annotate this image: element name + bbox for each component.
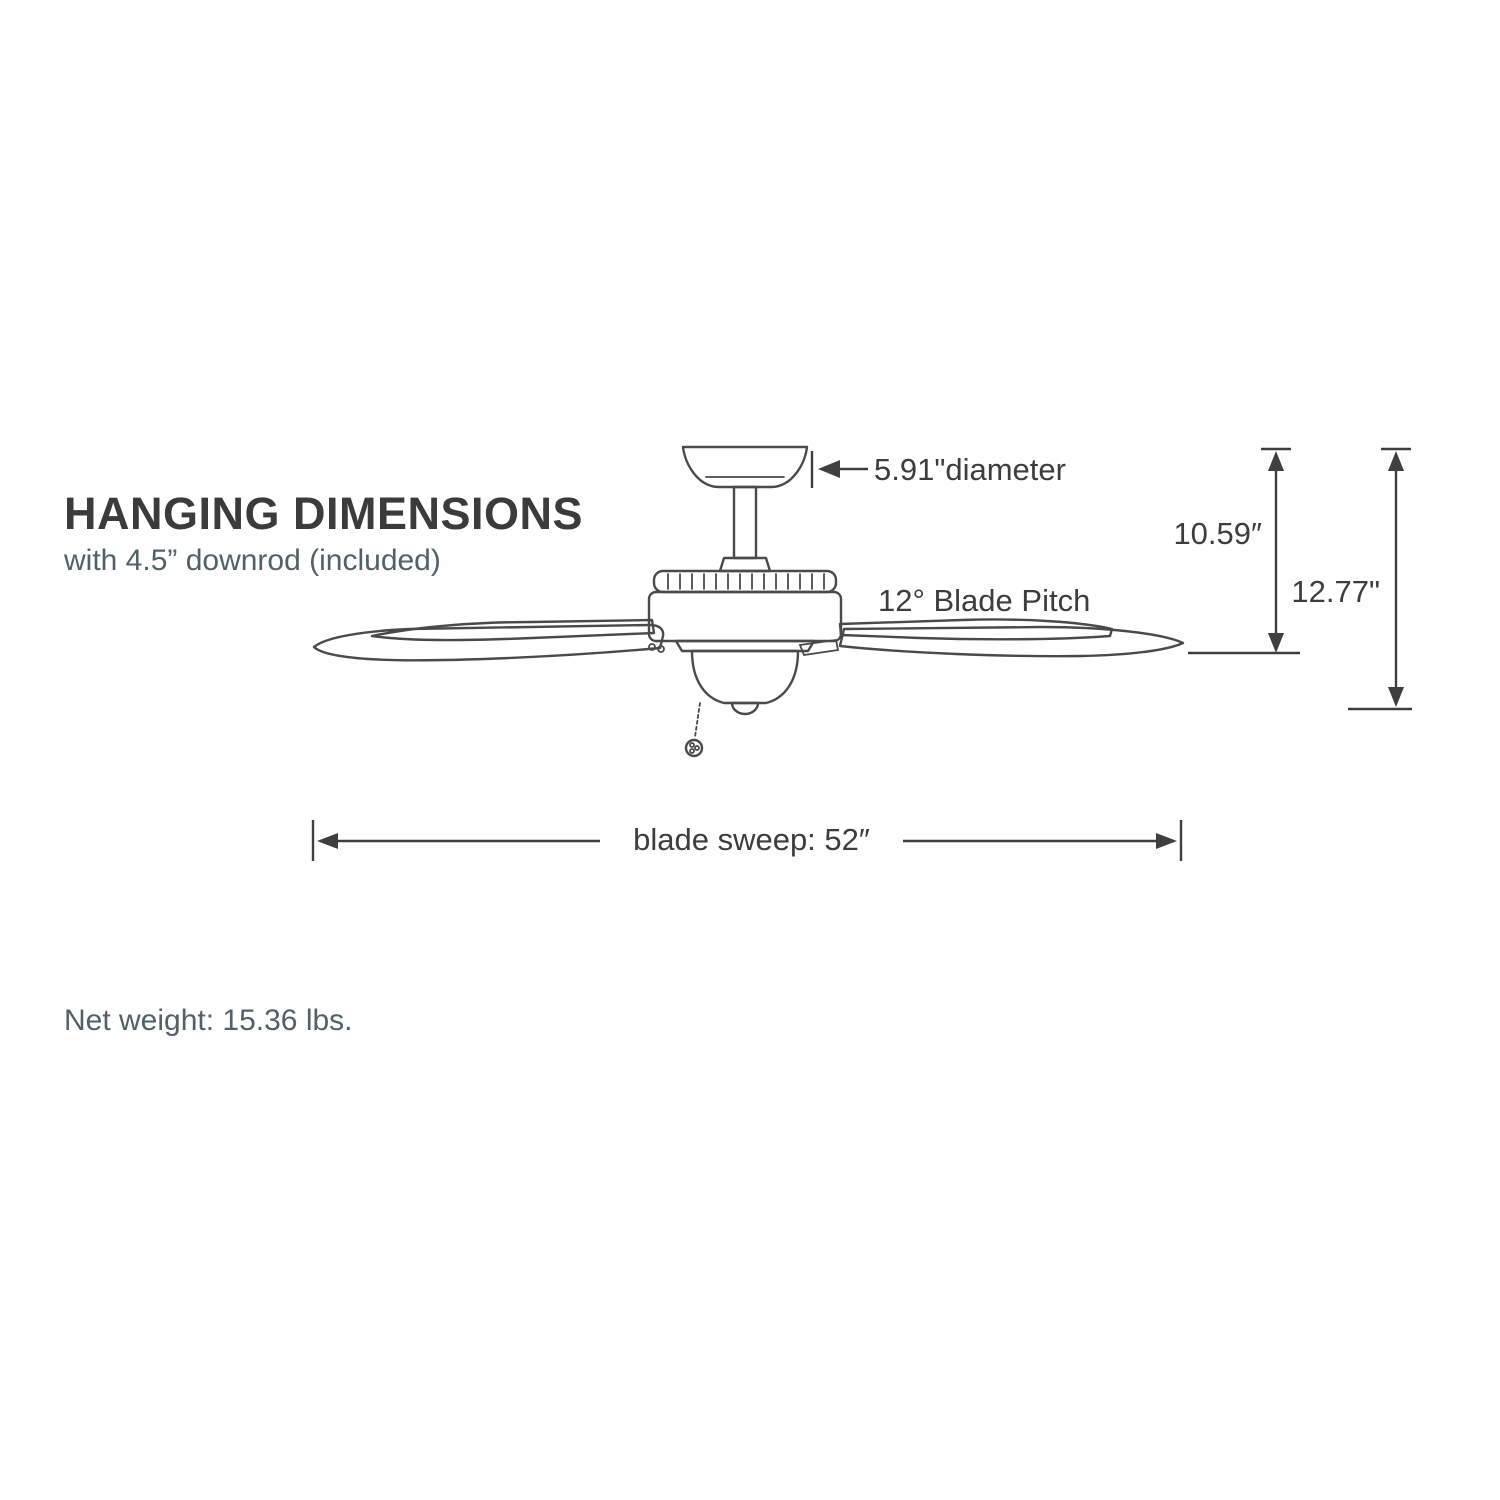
overall-height-label: 12.77" [1291, 574, 1380, 609]
height-to-blades-label: 10.59″ [1173, 516, 1262, 551]
blade-sweep-label: blade sweep: 52″ [633, 822, 870, 857]
diagram-title: HANGING DIMENSIONS [64, 488, 584, 539]
fan-downrod [718, 485, 772, 573]
fan-blades [312, 618, 1185, 662]
dim-height-to-blades [1188, 447, 1300, 655]
dim-canopy-diameter [810, 451, 868, 488]
fan-canopy [681, 445, 809, 489]
fan-motor [647, 569, 843, 653]
dim-overall-height [1348, 447, 1412, 711]
diagram-subtitle: with 4.5” downrod (included) [64, 544, 441, 577]
canopy-diameter-label: 5.91"diameter [874, 452, 1066, 487]
blade-pitch-label: 12° Blade Pitch [878, 583, 1091, 618]
pull-chain [684, 702, 704, 758]
dim-blade-sweep [311, 820, 1183, 861]
net-weight-text: Net weight: 15.36 lbs. [64, 1004, 353, 1037]
fan-light-kit [690, 649, 800, 716]
